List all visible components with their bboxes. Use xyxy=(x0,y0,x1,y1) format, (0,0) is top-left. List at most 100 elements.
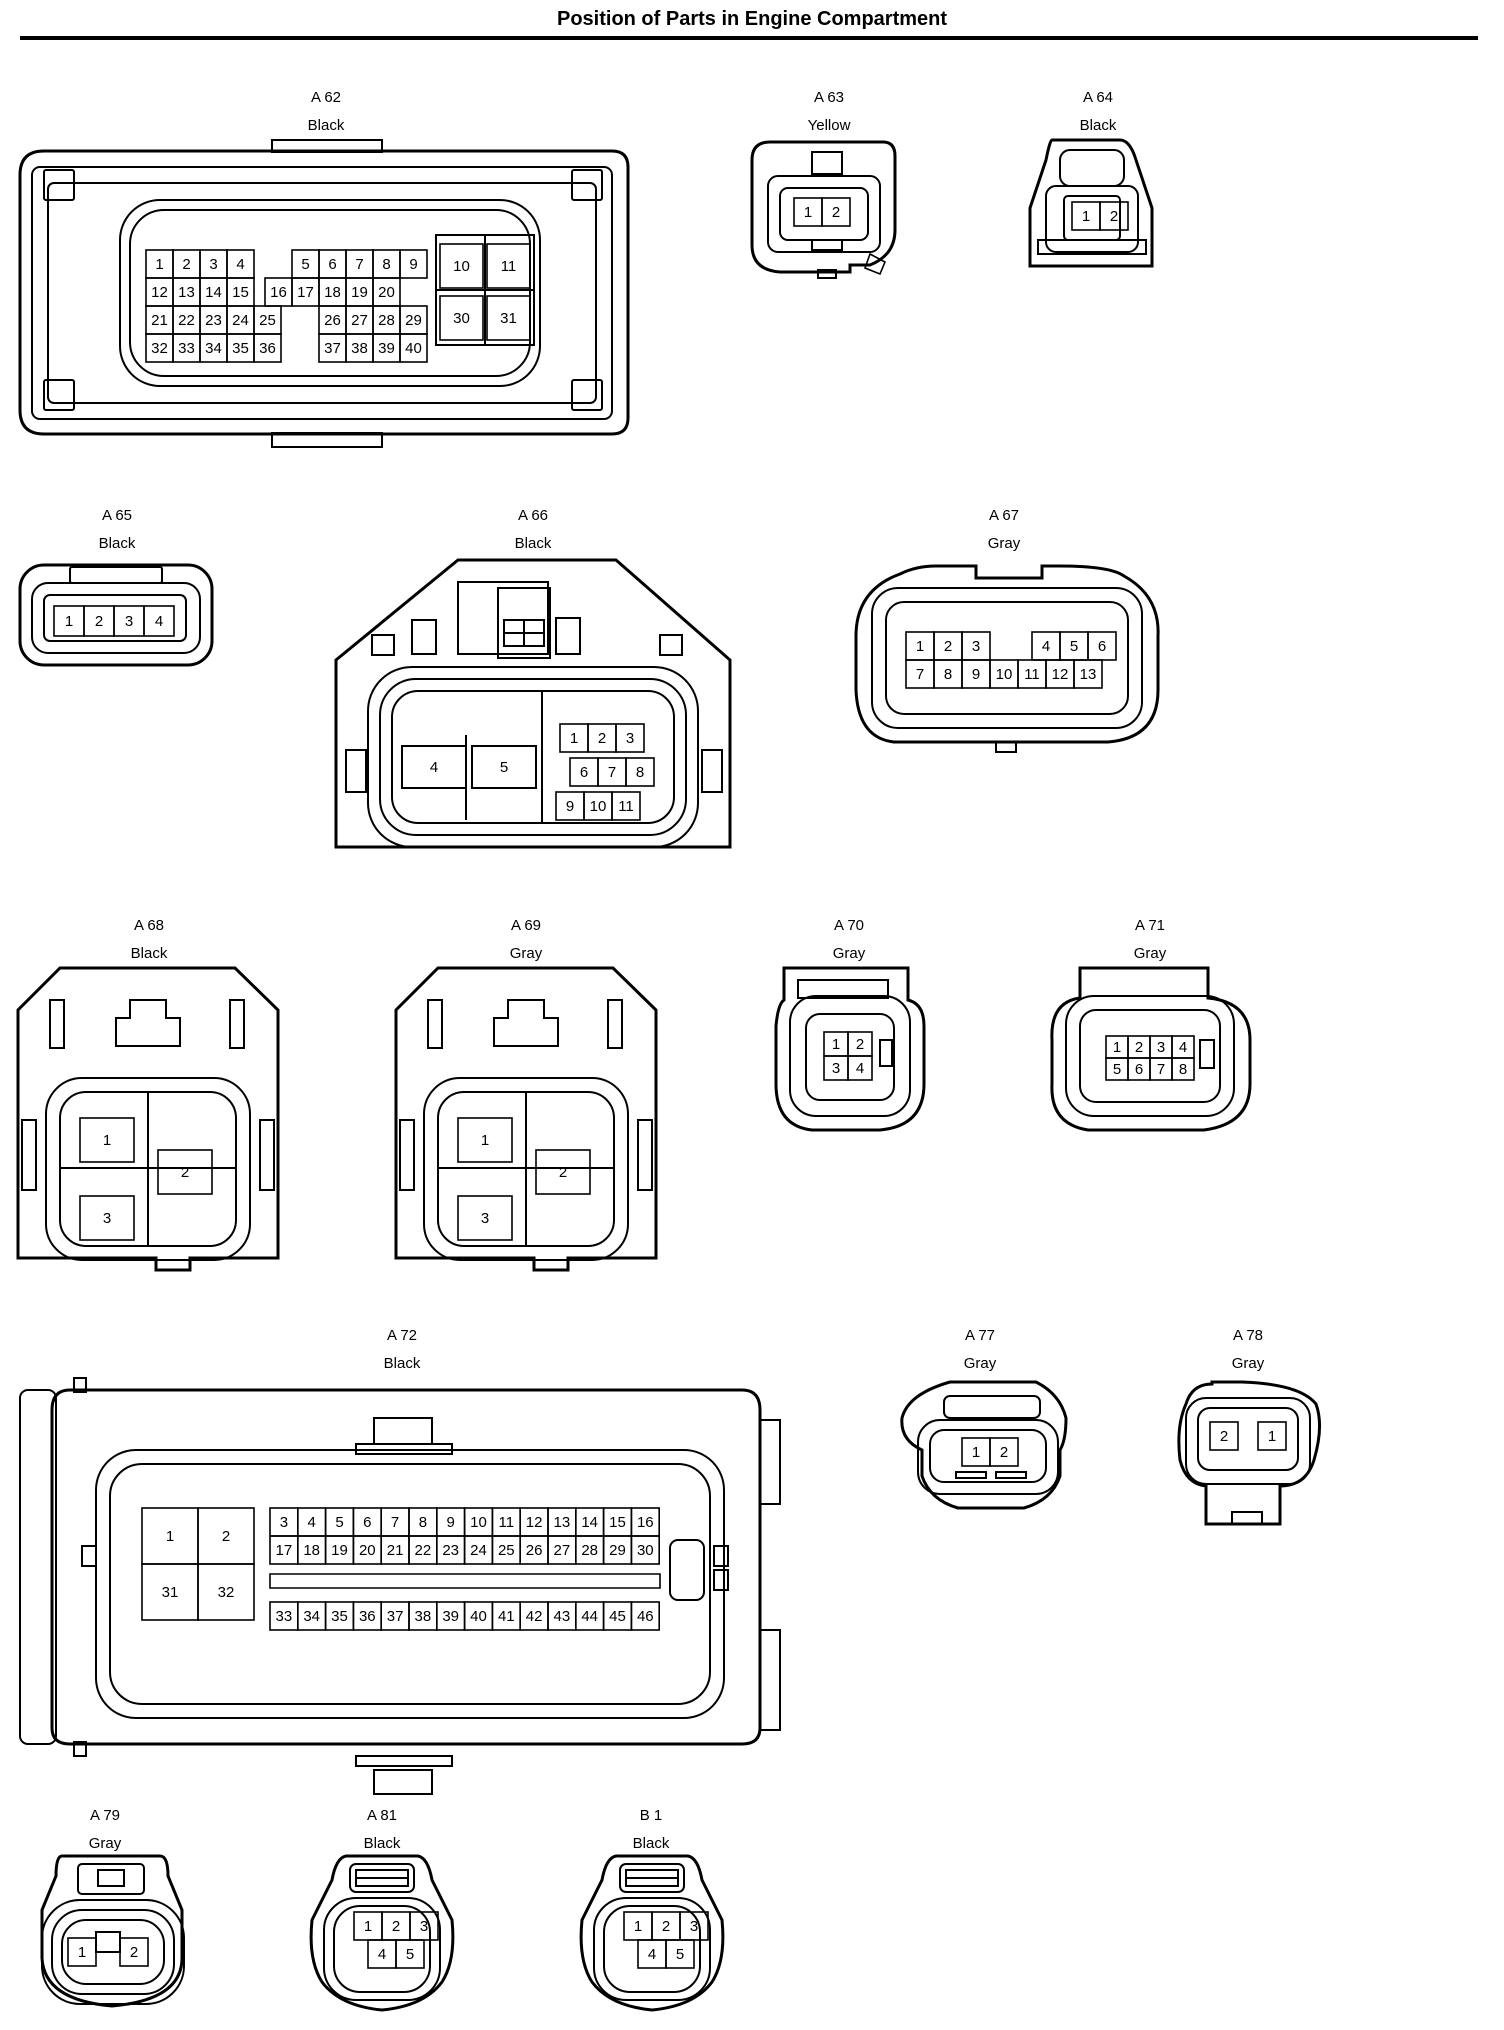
pin-cell xyxy=(439,243,484,289)
housing-outline xyxy=(619,1863,685,1893)
pin-cell xyxy=(439,295,484,341)
pin-number: 37 xyxy=(324,340,341,357)
pin-number: 11 xyxy=(618,798,634,815)
pin-number: 4 xyxy=(856,1060,864,1077)
pin-number: 21 xyxy=(387,1542,404,1559)
housing-outline xyxy=(955,1471,987,1479)
pin-number: 6 xyxy=(328,256,336,273)
pin-cell xyxy=(1073,659,1103,689)
connector-label-a63: A 63 Yellow xyxy=(709,84,949,140)
connector-label-a65: A 65 Black xyxy=(0,502,237,558)
pin-number: 6 xyxy=(580,764,588,781)
housing-outline xyxy=(1079,1009,1221,1103)
pin-number: 12 xyxy=(151,284,168,301)
pin-number: 40 xyxy=(405,340,422,357)
housing-outline xyxy=(493,999,559,1047)
connector-color: Gray xyxy=(963,1355,997,1372)
housing-outline xyxy=(334,558,732,849)
housing-outline xyxy=(73,1741,87,1757)
housing-outline xyxy=(759,1419,781,1505)
housing-outline xyxy=(45,1077,251,1261)
pin-number: 32 xyxy=(218,1584,235,1601)
pin-number: 9 xyxy=(972,666,980,683)
housing-outline xyxy=(371,634,395,656)
pin-number: 8 xyxy=(382,256,390,273)
housing-outline xyxy=(391,690,675,824)
connector-color: Black xyxy=(98,535,136,552)
housing-outline xyxy=(50,1388,762,1746)
housing-outline xyxy=(399,1119,415,1191)
pin-number: 44 xyxy=(581,1608,598,1625)
housing-outline xyxy=(18,149,630,436)
housing-outline xyxy=(47,182,597,404)
housing-outline xyxy=(129,209,531,377)
pin-number: 4 xyxy=(1042,638,1050,655)
pin-number: 31 xyxy=(500,310,517,327)
pin-number: 1 xyxy=(65,613,73,630)
connector-color: Yellow xyxy=(807,117,851,134)
pin-number: 30 xyxy=(637,1542,654,1559)
connector-id: A 63 xyxy=(813,89,845,106)
pin-number: 1 xyxy=(916,638,924,655)
pin-number: 2 xyxy=(1000,1444,1008,1461)
pin-number: 45 xyxy=(609,1608,626,1625)
housing-outline xyxy=(229,999,245,1049)
pin-number: 19 xyxy=(331,1542,348,1559)
pin-cell xyxy=(611,791,641,821)
housing-outline xyxy=(115,999,181,1047)
housing-outline xyxy=(863,252,887,276)
pin-number: 2 xyxy=(559,1164,567,1181)
pin-cell xyxy=(399,249,428,279)
pin-number: 5 xyxy=(335,1514,343,1531)
pin-cell xyxy=(79,1117,135,1163)
pin-number: 15 xyxy=(232,284,249,301)
pin-number: 3 xyxy=(103,1210,111,1227)
housing-outline xyxy=(879,1039,893,1067)
connector-color: Gray xyxy=(1133,945,1167,962)
pin-number: 2 xyxy=(181,1164,189,1181)
pin-cell xyxy=(989,1437,1019,1467)
pin-number: 38 xyxy=(351,340,368,357)
connector-color: Black xyxy=(383,1355,421,1372)
housing-outline xyxy=(43,594,187,642)
pin-number: 1 xyxy=(634,1918,642,1935)
pin-cell xyxy=(486,295,531,341)
connector-color: Black xyxy=(514,535,552,552)
connector-id: B 1 xyxy=(639,1807,663,1824)
pin-number: 5 xyxy=(676,1946,684,1963)
pin-number: 1 xyxy=(972,1444,980,1461)
connector-id: A 65 xyxy=(101,507,133,524)
pin-cell xyxy=(395,1939,425,1969)
connector-id: A 78 xyxy=(1232,1327,1264,1344)
pin-cell xyxy=(197,1563,255,1621)
pin-number: 2 xyxy=(598,730,606,747)
connector-color: Black xyxy=(632,1835,670,1852)
pin-number: 1 xyxy=(1268,1428,1276,1445)
pin-number: 41 xyxy=(498,1608,515,1625)
housing-outline xyxy=(811,239,843,251)
housing-outline xyxy=(497,587,551,659)
housing-outline xyxy=(349,1863,415,1893)
connector-color: Black xyxy=(1079,117,1117,134)
pin-number: 11 xyxy=(501,258,517,275)
pin-number: 8 xyxy=(1179,1061,1187,1078)
pin-number: 3 xyxy=(832,1060,840,1077)
pin-cell xyxy=(615,723,645,753)
pin-number: 2 xyxy=(1220,1428,1228,1445)
pin-number: 13 xyxy=(1080,666,1097,683)
pin-number: 15 xyxy=(609,1514,626,1531)
connector-color: Black xyxy=(307,117,345,134)
pin-number: 3 xyxy=(481,1210,489,1227)
pin-cell xyxy=(457,1117,513,1163)
pin-number: 33 xyxy=(178,340,195,357)
